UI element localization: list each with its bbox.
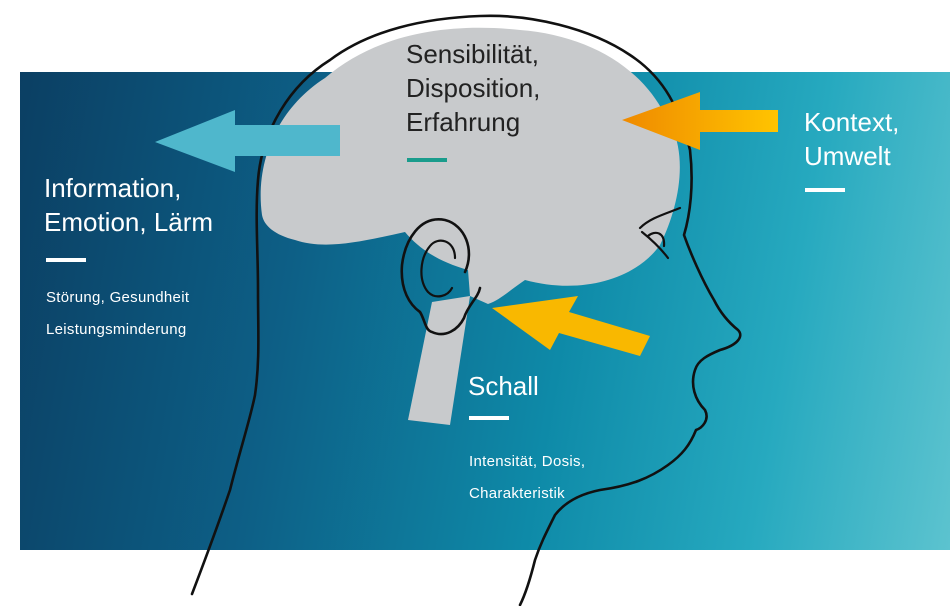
brain-accent-bar bbox=[407, 158, 447, 162]
sound-detail-line2: Charakteristik bbox=[469, 485, 565, 502]
output-detail-line1: Störung, Gesundheit bbox=[46, 289, 190, 306]
ear-inner bbox=[420, 239, 457, 298]
context-label-line2: Umwelt bbox=[804, 141, 891, 171]
output-arrow bbox=[155, 110, 340, 172]
ear bbox=[400, 218, 482, 336]
brain-label-line2: Disposition, bbox=[406, 73, 541, 103]
eye bbox=[638, 206, 682, 260]
output-label-line1: Information, bbox=[44, 173, 182, 203]
output-label-line2: Emotion, Lärm bbox=[44, 207, 214, 237]
context-label-line1: Kontext, bbox=[804, 107, 900, 137]
brain-label-line1: Sensibilität, bbox=[406, 39, 539, 69]
sound-label-title: Schall bbox=[468, 371, 539, 401]
brain-shape bbox=[260, 27, 680, 305]
output-detail-line2: Leistungsminderung bbox=[46, 321, 187, 338]
output-accent-bar bbox=[46, 258, 86, 262]
brain-stem bbox=[408, 296, 470, 425]
context-arrow bbox=[622, 92, 778, 150]
sound-arrow bbox=[492, 296, 650, 356]
context-accent-bar bbox=[805, 188, 845, 192]
sound-detail-line1: Intensität, Dosis, bbox=[469, 453, 586, 470]
brain-label-line3: Erfahrung bbox=[406, 107, 521, 137]
sound-accent-bar bbox=[469, 416, 509, 420]
head-outline bbox=[190, 14, 742, 606]
